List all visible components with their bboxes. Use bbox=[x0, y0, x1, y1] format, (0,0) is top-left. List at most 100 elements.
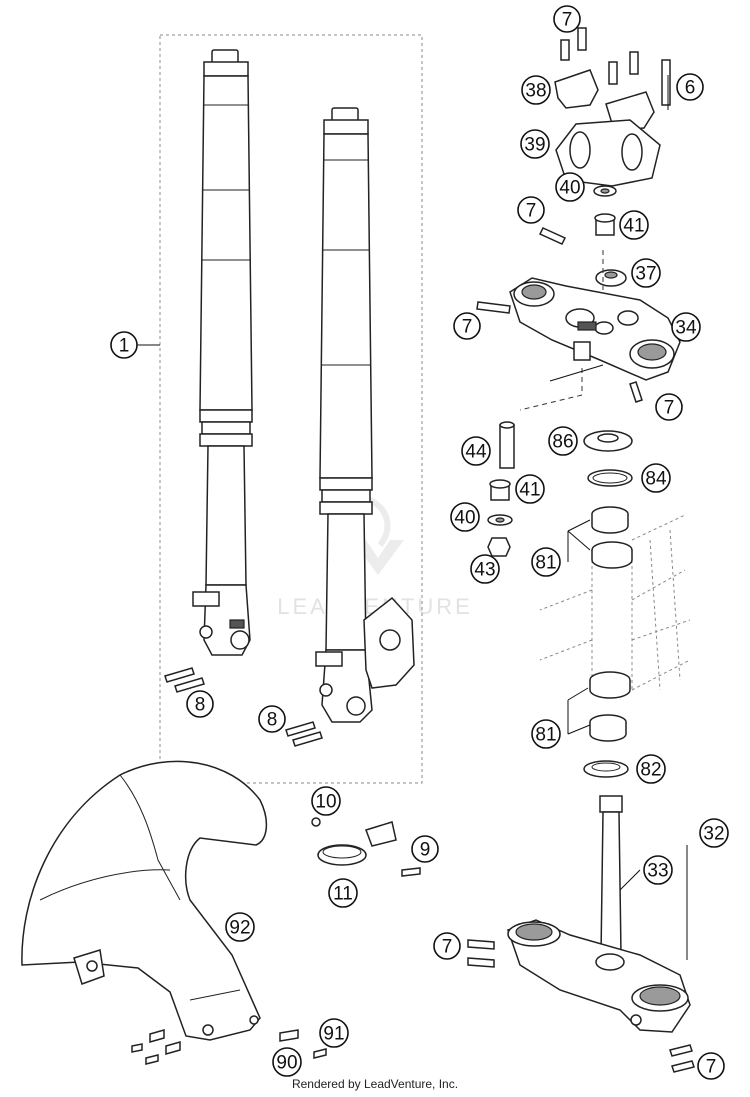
callout-82: 82 bbox=[636, 754, 666, 784]
callout-81: 81 bbox=[531, 547, 561, 577]
callout-32: 32 bbox=[699, 818, 729, 848]
callout-39: 39 bbox=[520, 129, 550, 159]
callout-33: 33 bbox=[643, 855, 673, 885]
watermark: LEADVENTURE bbox=[277, 497, 470, 619]
nut-43 bbox=[487, 537, 511, 557]
fork-assembly-frame bbox=[159, 34, 423, 784]
svg-text:7: 7 bbox=[562, 10, 573, 31]
bushing-41-top bbox=[594, 213, 616, 236]
washer-40-top bbox=[593, 185, 617, 197]
callout-7: 7 bbox=[433, 932, 461, 960]
svg-text:91: 91 bbox=[323, 1024, 344, 1045]
svg-text:86: 86 bbox=[552, 432, 573, 453]
callout-37: 37 bbox=[631, 258, 661, 288]
callout-8: 8 bbox=[258, 705, 286, 733]
svg-text:40: 40 bbox=[454, 508, 475, 529]
footer-credit: Rendered by LeadVenture, Inc. bbox=[291, 1077, 459, 1091]
callout-8: 8 bbox=[186, 690, 214, 718]
bearing-81-upper bbox=[591, 506, 633, 569]
callout-41: 41 bbox=[515, 474, 545, 504]
svg-text:90: 90 bbox=[276, 1053, 297, 1074]
svg-text:41: 41 bbox=[623, 216, 644, 237]
lower-triple-clamp bbox=[507, 919, 691, 1033]
fender-screws bbox=[131, 1029, 327, 1065]
callout-40: 40 bbox=[555, 172, 585, 202]
svg-text:7: 7 bbox=[462, 317, 473, 338]
svg-text:39: 39 bbox=[524, 135, 545, 156]
svg-text:34: 34 bbox=[675, 318, 697, 339]
axle-clamp-bolts-left bbox=[164, 667, 205, 693]
callout-86: 86 bbox=[548, 426, 578, 456]
callout-7: 7 bbox=[517, 196, 545, 224]
callout-7: 7 bbox=[655, 393, 683, 421]
bushing-41-lower bbox=[489, 479, 511, 501]
steering-cap bbox=[595, 269, 627, 287]
callout-92: 92 bbox=[225, 912, 255, 942]
lower-clamp-bolts-left bbox=[467, 939, 495, 968]
callout-10: 10 bbox=[311, 786, 341, 816]
bearing-81-lower bbox=[589, 671, 631, 742]
callout-11: 11 bbox=[328, 878, 358, 908]
svg-text:38: 38 bbox=[525, 81, 546, 102]
clamp-bolt-lower bbox=[629, 381, 643, 403]
callout-90: 90 bbox=[272, 1047, 302, 1077]
svg-text:37: 37 bbox=[635, 264, 656, 285]
callout-6: 6 bbox=[676, 73, 704, 101]
axle-clamp-bolts-right bbox=[285, 721, 323, 747]
svg-text:1: 1 bbox=[119, 336, 130, 357]
handlebar-clamp-lower bbox=[555, 119, 661, 187]
svg-text:41: 41 bbox=[519, 480, 540, 501]
svg-text:33: 33 bbox=[647, 861, 668, 882]
frame-steering-head bbox=[539, 514, 691, 691]
svg-text:82: 82 bbox=[640, 760, 661, 781]
callout-40: 40 bbox=[450, 502, 480, 532]
callout-7: 7 bbox=[553, 5, 581, 33]
callout-43: 43 bbox=[470, 554, 500, 584]
svg-text:81: 81 bbox=[535, 553, 556, 574]
svg-text:8: 8 bbox=[195, 695, 206, 716]
svg-text:6: 6 bbox=[685, 78, 696, 99]
spacer-44 bbox=[499, 421, 515, 469]
callout-1: 1 bbox=[110, 331, 138, 359]
clamp-bolt bbox=[538, 227, 567, 245]
lower-clamp-bolts-right bbox=[669, 1044, 695, 1073]
steering-stem bbox=[599, 795, 623, 956]
svg-text:32: 32 bbox=[703, 824, 724, 845]
svg-text:44: 44 bbox=[465, 442, 487, 463]
svg-text:9: 9 bbox=[420, 840, 431, 861]
leader-lines bbox=[549, 75, 688, 960]
svg-text:7: 7 bbox=[664, 398, 675, 419]
o-ring-84 bbox=[587, 469, 633, 487]
callout-81: 81 bbox=[531, 719, 561, 749]
svg-text:7: 7 bbox=[706, 1057, 717, 1078]
svg-text:81: 81 bbox=[535, 725, 556, 746]
clamp-bolt-left bbox=[476, 301, 511, 314]
callout-91: 91 bbox=[319, 1018, 349, 1048]
callout-44: 44 bbox=[461, 436, 491, 466]
callout-7: 7 bbox=[697, 1052, 725, 1080]
svg-text:84: 84 bbox=[645, 469, 667, 490]
callout-9: 9 bbox=[411, 835, 439, 863]
callout-7: 7 bbox=[453, 312, 481, 340]
callout-41: 41 bbox=[619, 210, 649, 240]
right-fork-leg bbox=[315, 107, 415, 723]
front-fender bbox=[21, 760, 268, 1041]
callout-38: 38 bbox=[521, 75, 551, 105]
svg-text:43: 43 bbox=[474, 560, 495, 581]
assembly-axis bbox=[519, 368, 583, 411]
svg-text:40: 40 bbox=[559, 178, 580, 199]
upper-triple-clamp bbox=[509, 277, 681, 381]
handlebar-clamp-bolts bbox=[560, 27, 671, 106]
left-fork-leg bbox=[192, 49, 253, 656]
callout-34: 34 bbox=[671, 312, 701, 342]
callout-84: 84 bbox=[641, 463, 671, 493]
svg-text:92: 92 bbox=[229, 918, 250, 939]
brake-line-clamp bbox=[311, 817, 421, 877]
svg-text:10: 10 bbox=[315, 792, 336, 813]
svg-text:11: 11 bbox=[333, 884, 353, 905]
svg-text:8: 8 bbox=[267, 710, 278, 731]
svg-text:7: 7 bbox=[442, 937, 453, 958]
handlebar-clamp-upper bbox=[554, 69, 655, 131]
svg-text:7: 7 bbox=[526, 201, 537, 222]
